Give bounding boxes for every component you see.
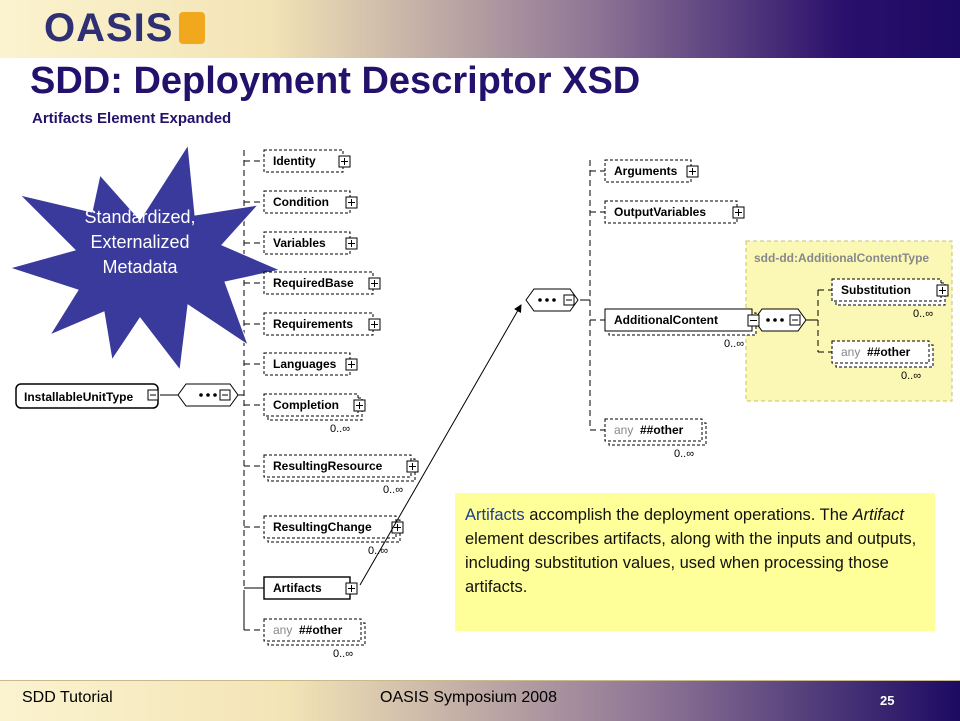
artifact_children-any-prefix: any bbox=[614, 423, 633, 437]
sequence_children-node: Identity bbox=[263, 149, 351, 173]
sequence_children-cardinality: 0..∞ bbox=[333, 648, 353, 660]
slide-subtitle: Artifacts Element Expanded bbox=[32, 110, 232, 127]
artifact_children-node: OutputVariables bbox=[604, 200, 745, 224]
footer-left: SDD Tutorial bbox=[22, 689, 113, 706]
additional-content-sequence-compositor bbox=[753, 308, 807, 332]
root-element: InstallableUnitType bbox=[15, 383, 159, 409]
burst-line-1: Standardized, bbox=[84, 207, 196, 227]
artifact_children-label: Arguments bbox=[614, 164, 678, 178]
sequence_children-label: Identity bbox=[273, 154, 316, 168]
additional_content_type.children-label: Substitution bbox=[841, 283, 911, 297]
footer-bar bbox=[0, 680, 960, 721]
sequence_children-node: RequiredBase bbox=[263, 271, 381, 295]
footer-center: OASIS Symposium 2008 bbox=[380, 689, 557, 706]
root-sequence-compositor bbox=[177, 383, 239, 407]
oasis-logo: OASIS bbox=[44, 6, 206, 51]
additional_content_type.children-label: ##other bbox=[867, 345, 911, 359]
callout-box: Artifacts accomplish the deployment oper… bbox=[455, 493, 935, 631]
additional_content_type.children-cardinality: 0..∞ bbox=[901, 370, 921, 382]
artifact_children-label: OutputVariables bbox=[614, 205, 706, 219]
burst-text: Standardized, Externalized Metadata bbox=[40, 205, 240, 280]
sequence_children-node: Languages bbox=[263, 352, 358, 376]
sequence-children: IdentityConditionVariablesRequiredBaseRe… bbox=[263, 149, 419, 660]
sequence_children-cardinality: 0..∞ bbox=[383, 484, 403, 496]
slide-title: SDD: Deployment Descriptor XSD bbox=[30, 60, 641, 102]
sequence_children-label: ResultingChange bbox=[273, 520, 372, 534]
callout-text-a: accomplish the deployment operations. Th… bbox=[524, 506, 853, 524]
sequence_children-node: Requirements bbox=[263, 312, 381, 336]
additional-content-type-title: sdd-dd:AdditionalContentType bbox=[754, 251, 929, 265]
burst-shape bbox=[8, 143, 282, 372]
callout-text-b: element describes artifacts, along with … bbox=[465, 530, 917, 596]
expand-arrow bbox=[359, 304, 522, 586]
sequence_children-label: ResultingResource bbox=[273, 459, 383, 473]
artifact-connectors bbox=[580, 160, 832, 431]
artifact_children-label: AdditionalContent bbox=[614, 313, 718, 327]
sequence_children-cardinality: 0..∞ bbox=[368, 545, 388, 557]
sequence_children-cardinality: 0..∞ bbox=[330, 423, 350, 435]
artifacts-sequence-compositor bbox=[525, 288, 579, 312]
sequence_children-node: Completion 0..∞ bbox=[263, 393, 366, 435]
additional_content_type.children-cardinality: 0..∞ bbox=[913, 308, 933, 320]
callout-italic: Artifact bbox=[852, 506, 905, 524]
sequence_children-node: ResultingChange 0..∞ bbox=[263, 515, 404, 557]
xsd-diagram: sdd-dd:AdditionalContentType Installable… bbox=[8, 143, 953, 660]
callout-keyword: Artifacts bbox=[465, 506, 525, 524]
child-connectors bbox=[244, 160, 264, 631]
sequence_children-any-prefix: any bbox=[273, 623, 292, 637]
artifact_children-label: ##other bbox=[640, 423, 684, 437]
artifact_children-node: AdditionalContent 0..∞ bbox=[604, 308, 760, 350]
sequence_children-label: Condition bbox=[273, 195, 329, 209]
root-label: InstallableUnitType bbox=[24, 390, 133, 404]
sequence_children-label: Requirements bbox=[273, 317, 353, 331]
artifact-children: ArgumentsOutputVariablesAdditionalConten… bbox=[604, 159, 760, 460]
sequence_children-label: ##other bbox=[299, 623, 343, 637]
artifact_children-cardinality: 0..∞ bbox=[724, 338, 744, 350]
sequence_children-label: Languages bbox=[273, 357, 337, 371]
header-bar bbox=[0, 0, 960, 58]
sequence_children-node: Variables bbox=[263, 231, 358, 255]
sequence_children-label: Variables bbox=[273, 236, 326, 250]
page-number: 25 bbox=[880, 693, 895, 708]
additional_content_type.children-any-prefix: any bbox=[841, 345, 860, 359]
sequence_children-node: Artifacts bbox=[263, 576, 358, 600]
sequence_children-label: RequiredBase bbox=[273, 276, 354, 290]
artifact_children-node: Arguments bbox=[604, 159, 699, 183]
additional_content_type.children-node: any ##other 0..∞ bbox=[831, 340, 934, 382]
sequence_children-label: Artifacts bbox=[273, 581, 322, 595]
artifact_children-node: any ##other 0..∞ bbox=[604, 418, 707, 460]
sequence_children-node: any ##other 0..∞ bbox=[263, 618, 366, 660]
sequence_children-node: Condition bbox=[263, 190, 358, 214]
sequence_children-label: Completion bbox=[273, 398, 339, 412]
burst-line-2: Externalized bbox=[90, 232, 190, 252]
burst-line-3: Metadata bbox=[102, 257, 178, 277]
artifact_children-cardinality: 0..∞ bbox=[674, 448, 694, 460]
